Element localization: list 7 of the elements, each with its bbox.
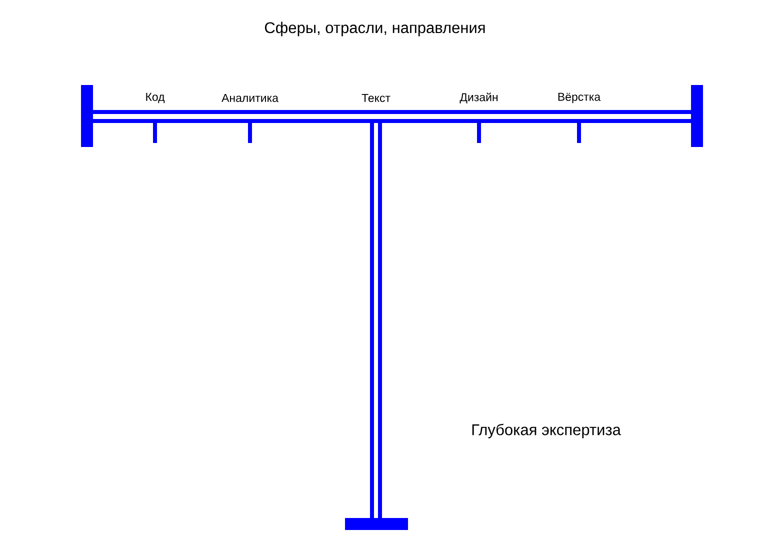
- skill-label: Код: [146, 92, 165, 104]
- title: Сферы, отрасли, направления: [265, 22, 485, 36]
- skill-label: Дизайн: [460, 92, 498, 104]
- skill-label: Текст: [362, 94, 390, 102]
- skill-label: Вёрстка: [558, 92, 601, 104]
- skill-label: Аналитика: [222, 94, 278, 102]
- expertise-label: Глубокая экспертиза: [472, 424, 621, 438]
